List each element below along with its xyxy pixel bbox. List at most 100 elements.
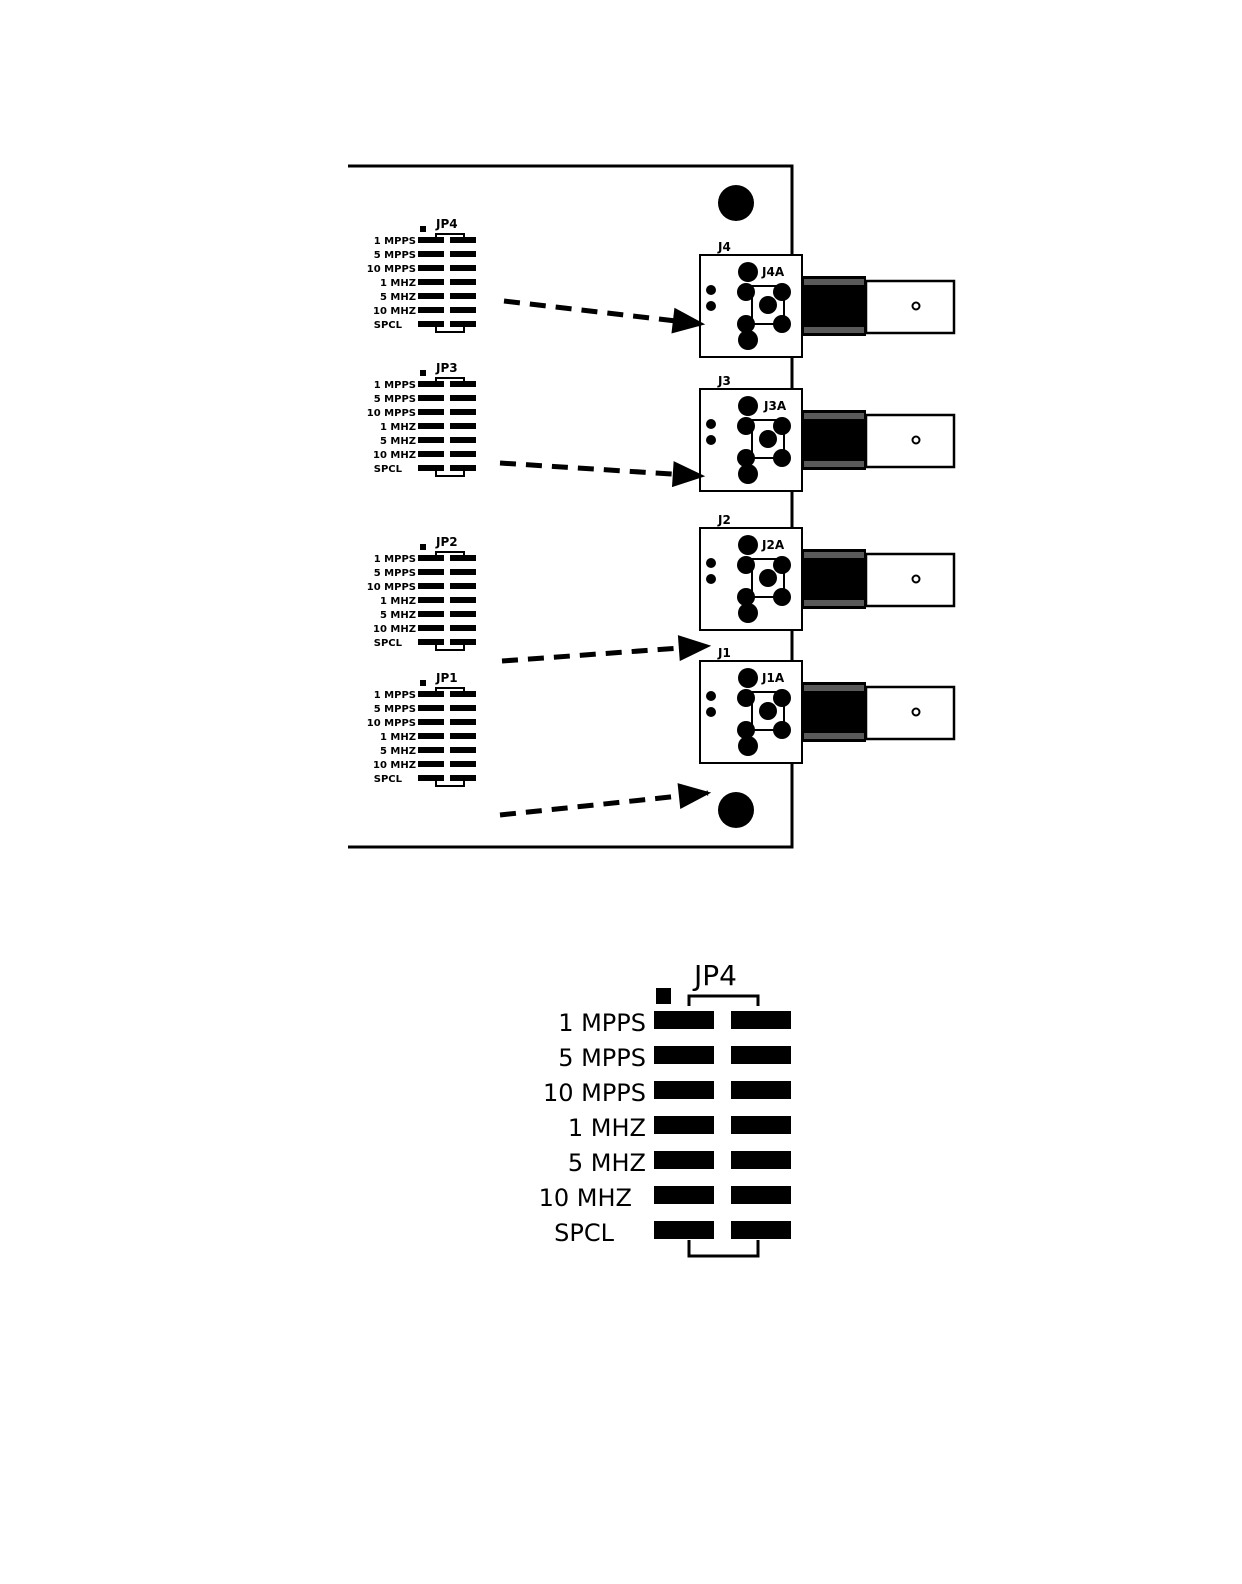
connector-pin (759, 296, 777, 314)
jumper-label: 10 MPPS (367, 264, 416, 275)
connector-pin (773, 556, 791, 574)
connector-pin (738, 330, 758, 350)
jumper-label: SPCL (374, 320, 403, 331)
pin1-marker (420, 226, 426, 232)
jumper-label: SPCL (374, 638, 403, 649)
connector-barrel-hole (913, 576, 920, 583)
detail-pin1-marker (656, 988, 671, 1004)
jumper-rows: 1 MPPS 5 MPPS 10 MPPS 1 MHZ 5 MHZ 10 MHZ… (367, 236, 476, 331)
connector-threads-bottom (804, 733, 864, 739)
sub-connector-label: J2A (761, 538, 785, 552)
connector-pin (773, 449, 791, 467)
jumper-label: 10 MHZ (373, 760, 416, 771)
detail-pin-right (731, 1186, 791, 1204)
pin1-marker (420, 370, 426, 376)
jumper-label: 5 MHZ (380, 610, 416, 621)
jumper-label: 1 MHZ (380, 422, 416, 433)
jumper-pin-right (450, 237, 476, 243)
connector-pin (759, 430, 777, 448)
jumper-pin-right (450, 625, 476, 631)
jumper-pin-left (418, 465, 444, 471)
jumper-pin-left (418, 625, 444, 631)
detail-label: 10 MHZ (539, 1184, 632, 1212)
jumper-label: 5 MHZ (380, 436, 416, 447)
jumper-rows: 1 MPPS 5 MPPS 10 MPPS 1 MHZ 5 MHZ 10 MHZ… (367, 690, 476, 785)
connector-pin-small (706, 574, 716, 584)
jumper-pin-right (450, 761, 476, 767)
connector-pin-small (706, 435, 716, 445)
jumper-detail-jp4: JP4 1 MPPS 5 MPPS 10 MPPS 1 MHZ 5 MHZ 10… (539, 959, 791, 1256)
detail-pin-right (731, 1011, 791, 1029)
jumper-rows: 1 MPPS 5 MPPS 10 MPPS 1 MHZ 5 MHZ 10 MHZ… (367, 380, 476, 475)
connector-pin-small (706, 285, 716, 295)
detail-pin-right (731, 1151, 791, 1169)
jumper-label: 10 MHZ (373, 624, 416, 635)
connector-pin (759, 702, 777, 720)
jumper-pin-left (418, 307, 444, 313)
sub-connector-label: J1A (761, 671, 785, 685)
detail-title: JP4 (692, 959, 737, 992)
jumper-pin-left (418, 597, 444, 603)
jumper-pin-right (450, 251, 476, 257)
detail-pin-left (654, 1116, 714, 1134)
jumper-pin-right (450, 265, 476, 271)
jumper-pin-left (418, 705, 444, 711)
jumper-label: 10 MPPS (367, 408, 416, 419)
jumper-label: 5 MPPS (374, 568, 416, 579)
jumper-label: 1 MHZ (380, 732, 416, 743)
jumper-pin-right (450, 691, 476, 697)
connector-pin-small (706, 558, 716, 568)
arrow-jp1-to-hole (500, 793, 708, 815)
jumper-pin-right (450, 555, 476, 561)
jumper-pin-left (418, 423, 444, 429)
jumper-pin-right (450, 437, 476, 443)
jumper-pin-left (418, 451, 444, 457)
jumper-label: 1 MPPS (374, 554, 416, 565)
connector-pin (738, 668, 758, 688)
connector-pin (773, 417, 791, 435)
detail-pin-right (731, 1081, 791, 1099)
jumper-label: 5 MPPS (374, 704, 416, 715)
connector-pin-small (706, 707, 716, 717)
connector-j4: J4 J4A (700, 240, 954, 357)
jumper-pin-right (450, 307, 476, 313)
jumper-pin-left (418, 381, 444, 387)
jumper-pin-left (418, 437, 444, 443)
jumper-label: 5 MHZ (380, 746, 416, 757)
arrow-jp3-to-j3 (500, 463, 702, 476)
detail-pin-right (731, 1221, 791, 1239)
detail-bracket-bottom (689, 1240, 758, 1256)
jumper-pin-left (418, 583, 444, 589)
connector-j1: J1 J1A (700, 646, 954, 763)
jumper-pin-right (450, 733, 476, 739)
connector-threads-bottom (804, 461, 864, 467)
jumper-title: JP1 (435, 671, 458, 685)
jumper-pin-right (450, 395, 476, 401)
jumper-label: 10 MHZ (373, 450, 416, 461)
jumper-label: 5 MHZ (380, 292, 416, 303)
jumper-pin-left (418, 265, 444, 271)
mounting-hole-top (718, 185, 754, 221)
jumper-title: JP2 (435, 535, 458, 549)
connector-pin (738, 736, 758, 756)
connector-pin (738, 262, 758, 282)
jumper-group-jp1: JP1 1 MPPS 5 MPPS 10 MPPS 1 MHZ 5 MHZ 10… (367, 671, 476, 786)
jumper-pin-left (418, 293, 444, 299)
jumper-label: 1 MPPS (374, 380, 416, 391)
connector-barrel (866, 281, 954, 333)
detail-label: 10 MPPS (543, 1079, 646, 1107)
connector-pin-small (706, 301, 716, 311)
jumper-label: 1 MHZ (380, 596, 416, 607)
connector-pin (737, 417, 755, 435)
connector-pin (773, 315, 791, 333)
jumper-pin-right (450, 569, 476, 575)
detail-pin-left (654, 1081, 714, 1099)
pin1-marker (420, 544, 426, 550)
connector-pin (738, 535, 758, 555)
jumper-pin-right (450, 279, 476, 285)
connector-pin-small (706, 691, 716, 701)
detail-pin-left (654, 1221, 714, 1239)
jumper-pin-left (418, 251, 444, 257)
connector-label: J1 (717, 646, 731, 660)
jumper-pin-left (418, 761, 444, 767)
